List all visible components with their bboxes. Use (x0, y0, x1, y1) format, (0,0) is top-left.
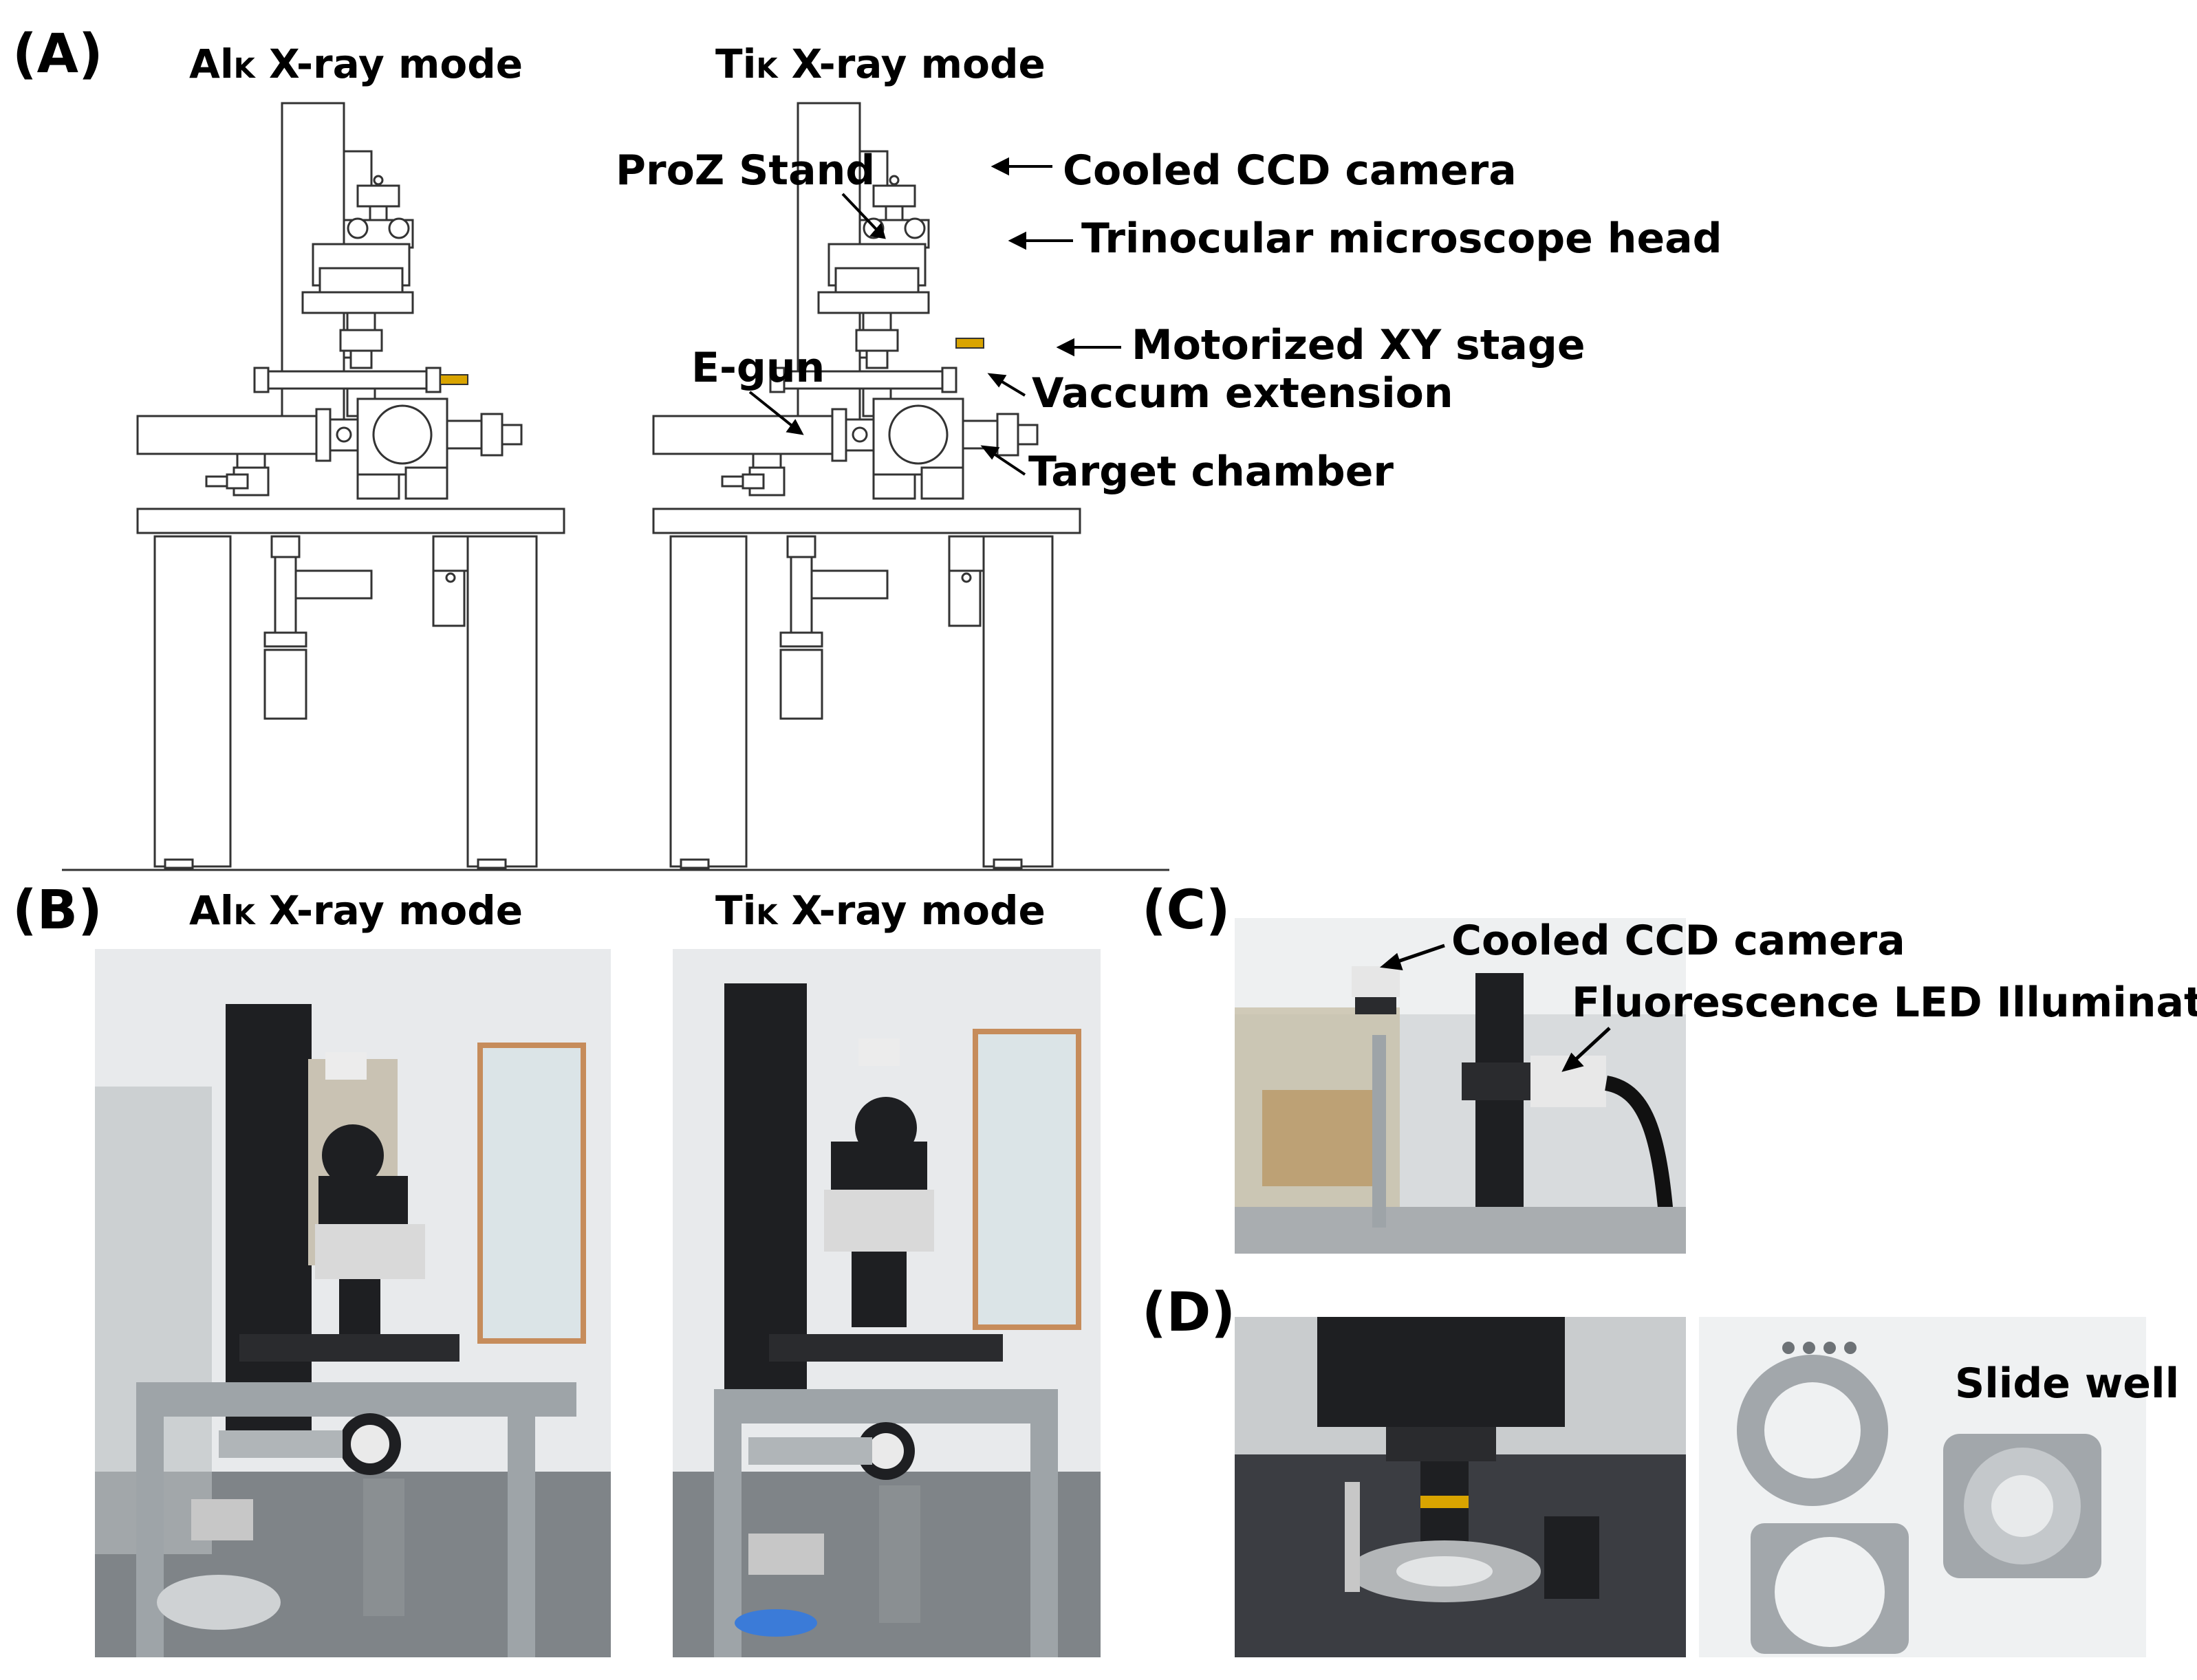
al-mode-title-b: AlK X-ray mode (189, 887, 523, 934)
panel-letter-b: (B) (12, 880, 102, 941)
al-mode-title-a: AlK X-ray mode (189, 41, 523, 87)
target-chamber-label: Target chamber (1028, 448, 1394, 496)
al-mode-schematic (136, 102, 565, 869)
e-gun-label: E-gun (691, 344, 825, 392)
proz-stand-label: ProZ Stand (616, 146, 876, 195)
ti-mode-title-b: TiK X-ray mode (715, 887, 1046, 934)
ti-mode-photo (673, 949, 1101, 1657)
vacuum-extension-label: Vaccum extension (1032, 369, 1453, 417)
panel-letter-d: (D) (1142, 1282, 1236, 1344)
trinocular-head-label: Trinocular microscope head (1081, 215, 1722, 263)
led-illuminator-photo (1235, 918, 1686, 1254)
led-illuminator-label: Fluorescence LED Illuminator (1572, 979, 2197, 1027)
al-mode-photo (95, 949, 611, 1657)
instrument-schematic (62, 102, 1169, 871)
slide-well-parts-photo (1699, 1317, 2146, 1657)
ti-mode-title-a: TiK X-ray mode (715, 41, 1046, 87)
panel-letter-c: (C) (1142, 880, 1231, 941)
panel-letter-a: (A) (12, 23, 103, 85)
slide-holder-mounted-photo (1235, 1317, 1686, 1657)
motorized-stage-label: Motorized XY stage (1132, 321, 1585, 369)
cooled-ccd-label-c: Cooled CCD camera (1451, 917, 1905, 965)
cooled-ccd-label: Cooled CCD camera (1063, 146, 1517, 195)
slide-well-label: Slide well (1955, 1360, 2180, 1408)
